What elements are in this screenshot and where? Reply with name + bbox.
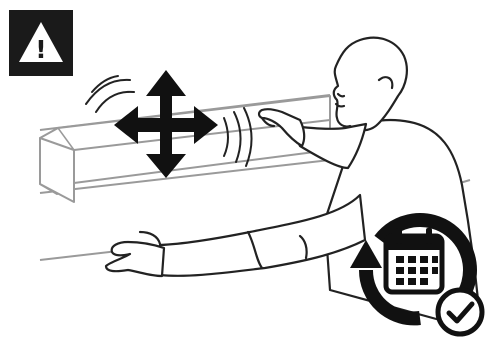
warning-icon: ! (9, 10, 73, 76)
calendar-icon (386, 228, 442, 292)
checkmark-circle-icon (438, 290, 482, 334)
warning-exclamation: ! (35, 35, 46, 64)
